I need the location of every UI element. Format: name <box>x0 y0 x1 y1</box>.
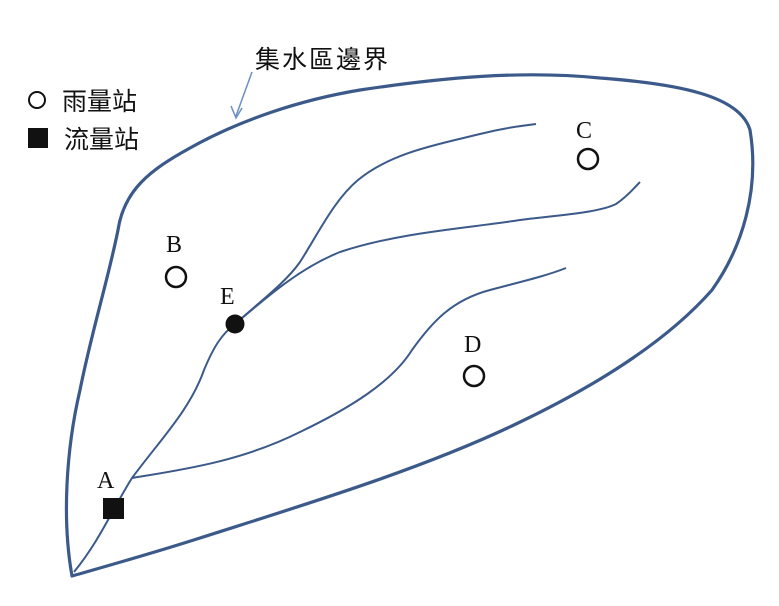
watershed-boundary <box>64 73 755 578</box>
legend-flow-station: 流量站 <box>28 120 139 156</box>
flow-station-a <box>103 498 124 519</box>
label-e: E <box>220 284 235 310</box>
rain-station-circle-icon <box>28 91 46 109</box>
boundary-leader-arrowhead <box>230 105 243 120</box>
label-b: B <box>166 232 182 258</box>
boundary-leader-arrow <box>235 71 253 117</box>
stream-middle-branch <box>234 181 641 325</box>
rain-station-c <box>576 147 600 171</box>
rain-station-b <box>164 265 188 289</box>
watershed-boundary-label: 集水區邊界 <box>255 45 391 74</box>
label-c: C <box>576 118 592 144</box>
flow-station-square-icon <box>28 128 48 148</box>
rain-station-d <box>462 364 486 388</box>
legend-rain-station: 雨量站 <box>28 82 137 118</box>
stream-upper-branch <box>234 123 537 325</box>
label-d: D <box>464 332 481 358</box>
point-e-marker <box>225 314 245 334</box>
stream-main <box>73 323 236 573</box>
legend-flow-station-label: 流量站 <box>64 125 140 154</box>
legend-rain-station-label: 雨量站 <box>62 87 138 116</box>
label-a: A <box>97 468 115 494</box>
stream-lower-branch <box>131 267 567 479</box>
